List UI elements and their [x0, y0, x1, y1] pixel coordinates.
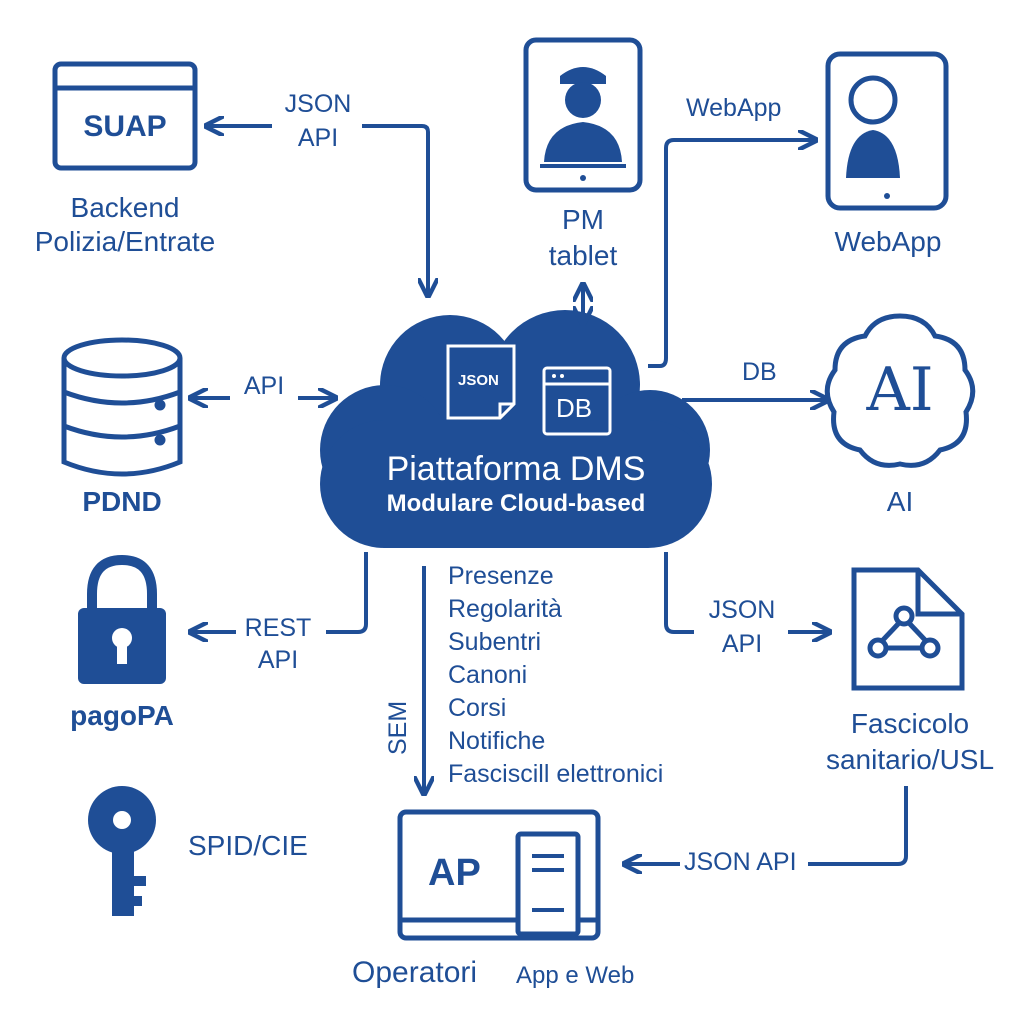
network-document-icon [851, 567, 965, 691]
suap-label-line2: Polizia/Entrate [34, 226, 216, 257]
fascicolo-label-line2: sanitario/USL [825, 744, 995, 775]
platform-subtitle: Modulare Cloud-based [386, 490, 646, 517]
pagopa-edge-label-line1: REST [244, 614, 312, 642]
operatori-label: Operatori [352, 956, 478, 989]
key-icon [88, 786, 156, 916]
pm-tablet-label-line1: PM [562, 204, 604, 235]
pm-tablet-label-line2: tablet [548, 240, 618, 271]
ai-brain-icon [824, 313, 976, 468]
police-officer-tablet-icon [523, 37, 643, 193]
database-icon [61, 337, 183, 477]
webapp-label: WebApp [834, 226, 942, 257]
module-item: Notifiche [448, 727, 546, 755]
platform-title: Piattaforma DMS [386, 450, 646, 488]
fascicolo-edge-label-line2: API [721, 630, 763, 658]
pagopa-label: pagoPA [70, 700, 174, 731]
pdnd-label: PDND [82, 486, 162, 517]
browser-window-icon [52, 61, 198, 171]
fascicolo-edge-label-line1: JSON [708, 596, 776, 624]
module-item: Regolarità [448, 595, 562, 623]
ai-icon-text: AI [866, 355, 934, 425]
module-item: Fasciscill elettronici [448, 760, 664, 788]
edge-suap-to-cloud [362, 124, 428, 294]
ai-edge-label: DB [742, 358, 777, 386]
monitor-server-icon [397, 809, 601, 941]
spid-label: SPID/CIE [188, 830, 308, 861]
pagopa-edge-label-line2: API [257, 646, 299, 674]
webapp-edge-label: WebApp [686, 94, 782, 122]
db-badge: DB [556, 393, 593, 423]
edge-fascicolo-operatori [808, 786, 908, 866]
json-badge: JSON [458, 372, 499, 389]
operatori-sublabel: App e Web [516, 962, 635, 989]
module-item: Subentri [448, 628, 542, 656]
fascicolo-label-line1: Fascicolo [850, 708, 970, 739]
ai-label: AI [886, 486, 914, 517]
db-window-icon [542, 366, 612, 436]
user-tablet-icon [825, 51, 949, 211]
sem-edge-label: SEM [384, 700, 412, 755]
suap-icon-text: SUAP [83, 110, 167, 143]
edge-cloud-webapp [648, 140, 814, 368]
suap-edge-label-line2: API [297, 124, 339, 152]
module-item: Canoni [448, 661, 528, 689]
module-list: Presenze Regolarità Subentri Canoni Cors… [448, 560, 663, 791]
module-item: Presenze [448, 562, 554, 590]
edge-cloud-pagopa [326, 552, 368, 634]
padlock-icon [78, 554, 166, 684]
operatori-edge-label: JSON API [684, 848, 797, 876]
suap-edge-label-line1: JSON [284, 90, 352, 118]
operatori-icon-text: AP [428, 852, 481, 894]
pdnd-edge-label: API [243, 372, 285, 400]
edge-cloud-fascicolo [664, 552, 694, 634]
json-document-icon [446, 344, 516, 420]
suap-label-line1: Backend [70, 192, 180, 223]
module-item: Corsi [448, 694, 507, 722]
